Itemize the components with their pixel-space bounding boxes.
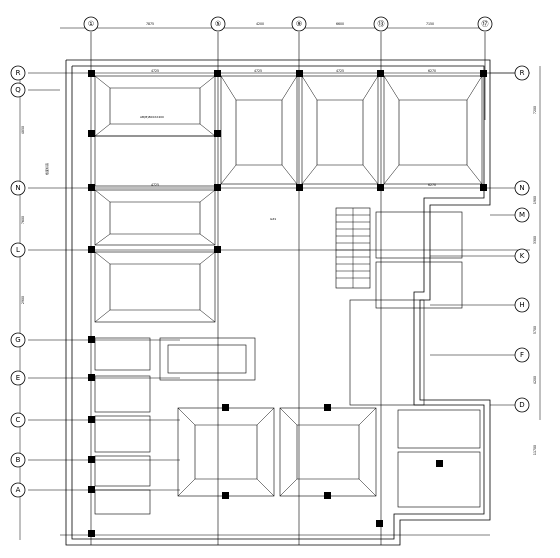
axis-label-right-K: K xyxy=(520,252,525,260)
axis-label-right-R: R xyxy=(520,69,525,77)
roof-labels: 4725 4725 4725 6270 4725 6270 xyxy=(151,69,436,187)
axis-marker-right-M xyxy=(514,207,530,223)
roof-label-4: 6270 xyxy=(428,69,436,73)
axis-label-top-13: ⑬ xyxy=(378,20,385,28)
axis-grid xyxy=(28,32,530,545)
axis-label-left-G: G xyxy=(15,336,20,344)
dim-left-1: 4850 xyxy=(21,126,25,134)
axis-label-left-N: N xyxy=(15,184,20,192)
axis-label-left-E: E xyxy=(16,374,20,382)
axis-marker-left-L xyxy=(10,242,26,258)
axis-marker-left-C xyxy=(10,412,26,428)
dim-top-4: 7150 xyxy=(426,22,434,26)
roof-panels xyxy=(94,75,483,515)
columns xyxy=(88,70,487,537)
axis-marker-right-N xyxy=(514,180,530,196)
axis-label-right-F: F xyxy=(520,351,524,359)
axis-label-left-Q: Q xyxy=(15,86,21,94)
dim-top-2: 4200 xyxy=(256,22,264,26)
axis-label-left-L: L xyxy=(16,246,20,254)
axis-marker-top-9 xyxy=(291,16,307,32)
axis-marker-left-N xyxy=(10,180,26,196)
axis-label-left-C: C xyxy=(16,416,21,424)
outer-walls xyxy=(65,59,491,546)
axis-label-right-D: D xyxy=(519,401,524,409)
axis-label-left-R: R xyxy=(16,69,21,77)
axis-label-top-1: ① xyxy=(88,20,94,28)
stair xyxy=(335,207,371,289)
roof-label-3: 4725 xyxy=(336,69,344,73)
roof-label-5: 4725 xyxy=(151,183,159,187)
dim-right-1: 7200 xyxy=(533,106,537,114)
dim-right-4: 5700 xyxy=(533,326,537,334)
dim-top-1: 7875 xyxy=(146,22,154,26)
axis-label-left-B: B xyxy=(16,456,21,464)
roof-label-6: 6270 xyxy=(428,183,436,187)
left-axis-markers: R Q N L G E C B A xyxy=(10,65,26,498)
dim-right-6: 11700 xyxy=(533,445,537,455)
axis-marker-top-17 xyxy=(477,16,493,32)
dim-top-3: 6600 xyxy=(336,22,344,26)
axis-marker-right-R xyxy=(514,65,530,81)
right-axis-markers: R N M K H F D xyxy=(430,65,530,413)
top-axis-markers: ① ⑤ ⑨ ⑬ ⑰ xyxy=(83,16,493,32)
dim-left-3: 2900 xyxy=(21,296,25,304)
axis-marker-right-H xyxy=(514,297,530,313)
axis-marker-top-13 xyxy=(373,16,389,32)
dim-right-5: 4200 xyxy=(533,376,537,384)
dim-right-3: 3300 xyxy=(533,236,537,244)
note-beam: AB(B)800X2400 xyxy=(140,115,164,119)
roof-label-2: 4725 xyxy=(254,69,262,73)
axis-marker-left-R xyxy=(10,65,26,81)
axis-label-top-5: ⑤ xyxy=(215,20,221,28)
axis-marker-left-Q xyxy=(10,82,26,98)
axis-marker-right-D xyxy=(514,397,530,413)
axis-marker-left-G xyxy=(10,332,26,348)
axis-marker-top-5 xyxy=(210,16,226,32)
axis-label-right-M: M xyxy=(519,211,525,219)
note-column: GZ1 xyxy=(270,217,276,221)
axis-marker-left-E xyxy=(10,370,26,386)
axis-marker-right-F xyxy=(514,347,530,363)
dimension-lines: 7875 4200 6600 7150 7200 1900 3300 5700 … xyxy=(19,22,541,540)
axis-label-left-A: A xyxy=(16,486,21,494)
axis-label-right-N: N xyxy=(519,184,524,192)
axis-label-top-17: ⑰ xyxy=(482,20,489,28)
axis-marker-right-K xyxy=(514,248,530,264)
dim-right-2: 1900 xyxy=(533,196,537,204)
axis-marker-top-1 xyxy=(83,16,99,32)
note-elevation: 板面标高 xyxy=(44,163,49,175)
annotations: 板面标高 AB(B)800X2400 GZ1 xyxy=(44,115,276,221)
dim-left-2: 7600 xyxy=(21,216,25,224)
roof-label-1: 4725 xyxy=(151,69,159,73)
axis-marker-left-A xyxy=(10,482,26,498)
axis-label-top-9: ⑨ xyxy=(296,20,302,28)
axis-marker-left-B xyxy=(10,452,26,468)
axis-label-right-H: H xyxy=(519,301,524,309)
